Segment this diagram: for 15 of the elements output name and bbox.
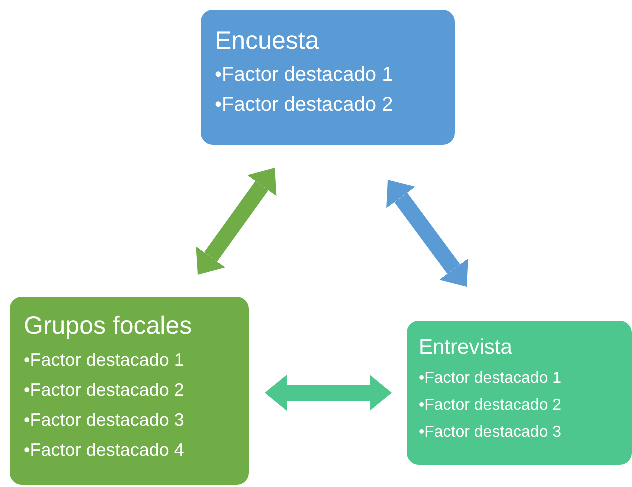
bullet-item: •Factor destacado 1 [24,349,184,372]
bullet-item: •Factor destacado 3 [419,423,562,443]
process-box [407,321,632,465]
bullet-item: •Factor destacado 3 [24,409,184,432]
bullet-item: •Factor destacado 2 [215,93,394,118]
bullet-item: •Factor destacado 2 [419,396,562,416]
bullet-item: •Factor destacado 1 [215,63,394,88]
process-box [201,10,455,145]
box-title: Encuesta [215,26,320,57]
bullet-item: •Factor destacado 4 [24,439,184,462]
bullet-item: •Factor destacado 1 [419,369,562,389]
box-title: Entrevista [419,335,512,361]
process-box [10,297,249,485]
box-title: Grupos focales [24,311,192,342]
bullet-item: •Factor destacado 2 [24,379,184,402]
